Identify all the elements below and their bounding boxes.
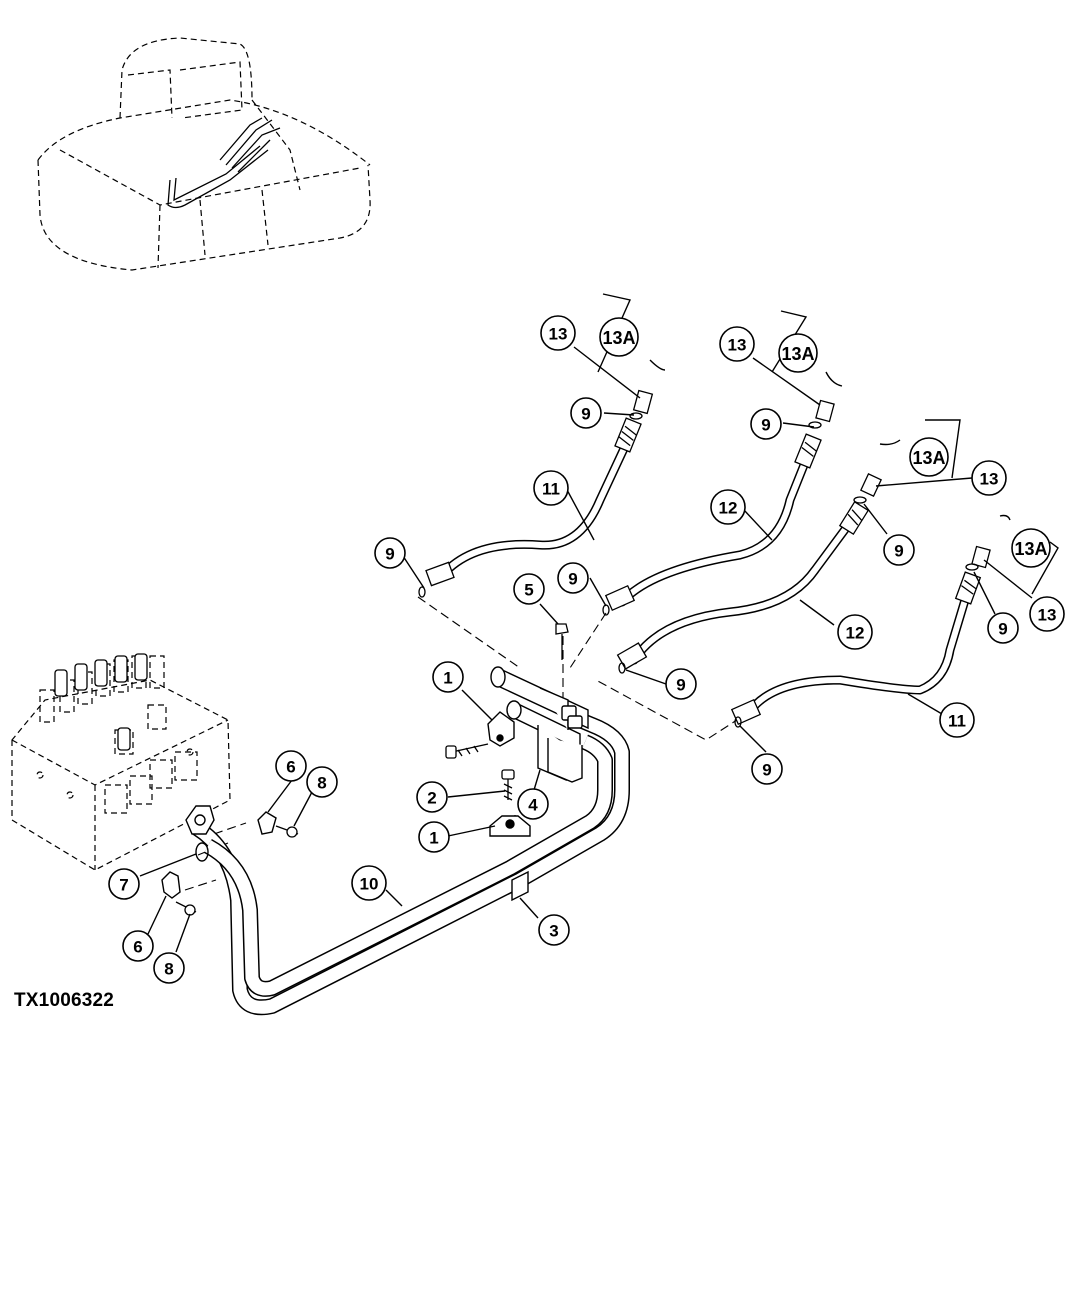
callout-9-c: 9	[883, 534, 915, 566]
svg-text:11: 11	[542, 480, 560, 499]
control-valve	[11, 655, 231, 871]
tube-assembly-10	[192, 712, 630, 1016]
clamp-1-lower	[489, 815, 531, 837]
svg-text:9: 9	[581, 405, 590, 424]
callout-3: 3	[538, 914, 570, 946]
manifold-block	[490, 666, 589, 783]
svg-text:13: 13	[1038, 606, 1057, 625]
callout-13-c: 13	[971, 460, 1007, 496]
callout-6-lower: 6	[122, 930, 154, 962]
callout-1-upper: 1	[432, 661, 464, 693]
callout-8-lower: 8	[153, 952, 185, 984]
callout-10: 10	[351, 865, 387, 901]
hose-11-right	[743, 585, 973, 719]
svg-text:5: 5	[524, 581, 533, 600]
figure-reference-id: TX1006322	[14, 990, 115, 1011]
thumbnail-hose-routing	[167, 117, 281, 209]
svg-text:6: 6	[133, 938, 142, 957]
svg-text:1: 1	[429, 829, 438, 848]
capscrew-8-upper	[275, 825, 299, 838]
split-flange-6-lower	[161, 871, 181, 899]
bolt-2-vertical	[501, 769, 515, 801]
callout-11-right: 11	[939, 702, 975, 738]
hose-12-right	[629, 515, 857, 665]
callout-13-a: 13	[540, 315, 576, 351]
hose-12-left	[617, 450, 813, 607]
callout-5: 5	[513, 573, 545, 605]
valve-spools	[54, 653, 148, 751]
svg-text:11: 11	[948, 712, 966, 731]
svg-text:13: 13	[728, 336, 747, 355]
split-flange-6-upper	[185, 805, 277, 835]
callout-9-d: 9	[987, 612, 1019, 644]
svg-text:1: 1	[443, 669, 452, 688]
callout-13-b: 13	[719, 326, 755, 362]
svg-text:12: 12	[846, 624, 865, 643]
callout-9-h: 9	[751, 753, 783, 785]
svg-text:8: 8	[317, 774, 326, 793]
svg-text:13: 13	[549, 325, 568, 344]
callout-11-left: 11	[533, 470, 569, 506]
o-rings-9	[418, 412, 979, 728]
svg-text:8: 8	[164, 960, 173, 979]
svg-text:10: 10	[360, 875, 379, 894]
callout-9-g: 9	[665, 668, 697, 700]
bolt-5	[555, 623, 569, 660]
svg-text:13: 13	[980, 470, 999, 489]
callout-13A-a: 13A	[599, 317, 639, 357]
svg-text:4: 4	[528, 796, 538, 815]
callout-13A-b: 13A	[778, 333, 818, 373]
callout-12-left: 12	[710, 489, 746, 525]
svg-text:9: 9	[894, 542, 903, 561]
callout-7: 7	[108, 868, 140, 900]
svg-text:9: 9	[998, 620, 1007, 639]
plate-3	[511, 870, 529, 902]
svg-text:13A: 13A	[602, 328, 635, 348]
svg-text:13A: 13A	[781, 344, 814, 364]
svg-text:2: 2	[427, 789, 436, 808]
callout-13A-c: 13A	[909, 437, 949, 477]
callout-13A-d: 13A	[1011, 528, 1051, 568]
svg-text:13A: 13A	[1014, 539, 1047, 559]
excavator-location-view	[37, 37, 371, 271]
callout-9-b: 9	[750, 408, 782, 440]
capscrew-8-lower	[175, 901, 197, 916]
callout-4: 4	[517, 788, 549, 820]
hose-11-left	[435, 435, 633, 583]
svg-text:7: 7	[119, 876, 128, 895]
o-ring-7	[195, 842, 209, 862]
clamp-1-upper	[487, 711, 515, 747]
callout-2: 2	[416, 781, 448, 813]
svg-text:9: 9	[385, 545, 394, 564]
svg-text:9: 9	[762, 761, 771, 780]
svg-text:12: 12	[719, 499, 738, 518]
callout-9-e: 9	[374, 537, 406, 569]
adapter-fittings-13	[632, 389, 991, 569]
callout-9-a: 9	[570, 397, 602, 429]
svg-text:3: 3	[549, 922, 558, 941]
callout-6-upper: 6	[275, 750, 307, 782]
leader-lines	[139, 293, 1059, 953]
bolt-2-upper	[445, 743, 489, 759]
callout-1-lower: 1	[418, 821, 450, 853]
svg-text:6: 6	[286, 758, 295, 777]
svg-text:9: 9	[676, 676, 685, 695]
callout-8-upper: 8	[306, 766, 338, 798]
hose-fittings	[425, 417, 982, 726]
svg-text:9: 9	[761, 416, 770, 435]
svg-text:13A: 13A	[912, 448, 945, 468]
svg-text:9: 9	[568, 570, 577, 589]
callout-13-d: 13	[1029, 596, 1065, 632]
callout-12-right: 12	[837, 614, 873, 650]
callout-9-f: 9	[557, 562, 589, 594]
